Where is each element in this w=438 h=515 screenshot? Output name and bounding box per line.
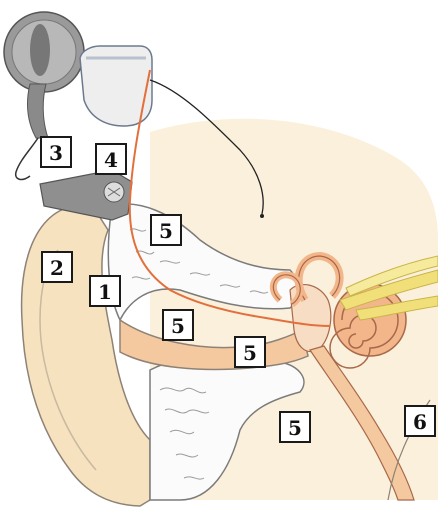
label-5-lower: 5 — [280, 412, 310, 442]
svg-text:3: 3 — [49, 141, 63, 165]
label-4: 4 — [96, 144, 126, 174]
label-5-inner: 5 — [235, 337, 265, 367]
label-2: 2 — [42, 252, 72, 282]
svg-text:4: 4 — [104, 148, 118, 172]
cable-end-dot — [260, 214, 264, 218]
svg-text:6: 6 — [413, 410, 427, 434]
svg-text:1: 1 — [98, 280, 112, 304]
label-1: 1 — [90, 276, 120, 306]
implant-housing — [40, 170, 132, 220]
svg-text:5: 5 — [243, 341, 257, 365]
label-3: 3 — [41, 137, 71, 167]
svg-text:5: 5 — [171, 314, 185, 338]
label-6: 6 — [405, 406, 435, 436]
svg-text:2: 2 — [50, 256, 64, 280]
label-5-middle: 5 — [163, 310, 193, 340]
svg-text:5: 5 — [159, 219, 173, 243]
svg-text:5: 5 — [288, 416, 302, 440]
label-5-upper: 5 — [151, 215, 181, 245]
